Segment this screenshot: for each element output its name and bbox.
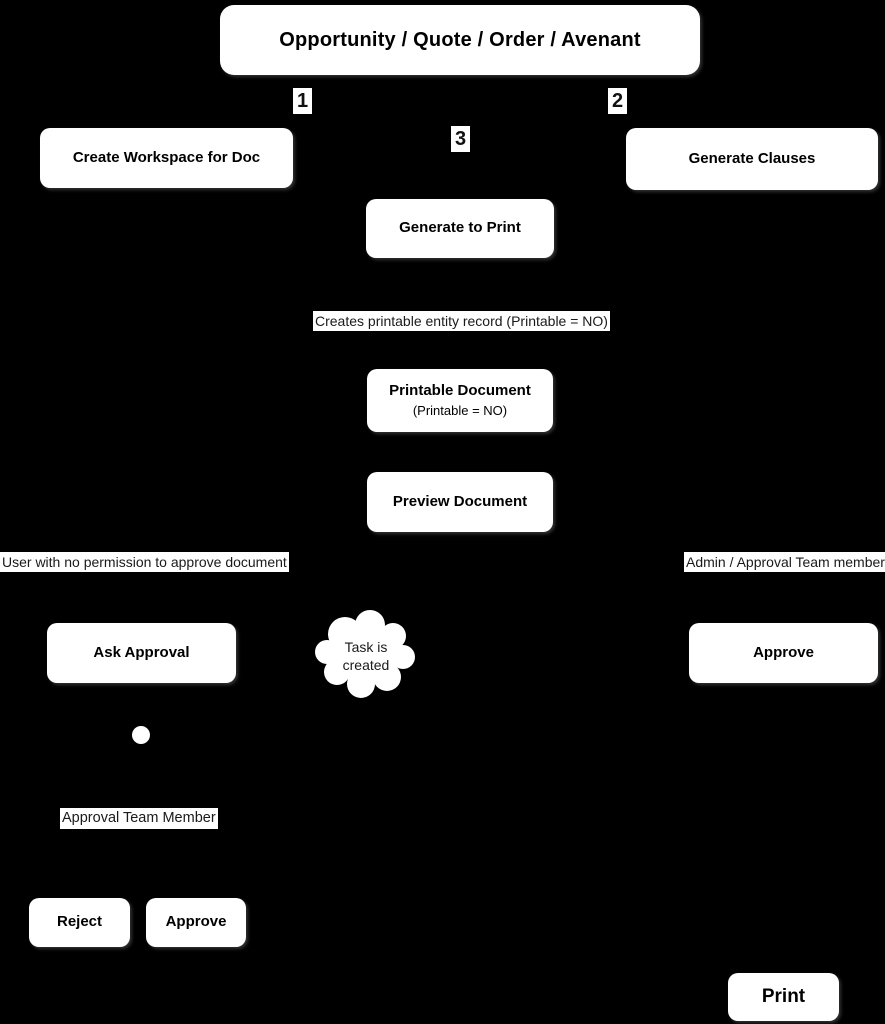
node-opportunity-quote-order-avenant: Opportunity / Quote / Order / Avenant [220,5,700,75]
step-label-3: 3 [451,126,470,152]
node-generate-clauses: Generate Clauses [626,128,878,190]
node-approve-admin: Approve [689,623,878,683]
annotation-creates-printable-record: Creates printable entity record (Printab… [313,311,610,331]
node-generate-to-print: Generate to Print [366,199,554,258]
cloud-text-line2: created [342,657,390,673]
cloud-shape-icon [315,610,415,698]
node-print: Print [728,973,839,1021]
node-approve-team: Approve [146,898,246,947]
annotation-approval-team-member: Approval Team Member [60,808,218,829]
step-label-2: 2 [608,88,627,114]
step-label-1: 1 [293,88,312,114]
node-ask-approval: Ask Approval [47,623,236,683]
printable-document-sublabel: (Printable = NO) [412,402,508,418]
node-printable-document: Printable Document (Printable = NO) [367,369,553,432]
node-create-workspace-for-doc: Create Workspace for Doc [40,128,293,188]
node-preview-document: Preview Document [367,472,553,532]
connector-dot [132,726,150,744]
annotation-admin-approval-team: Admin / Approval Team member [684,552,885,572]
printable-document-label: Printable Document [389,382,531,399]
annotation-user-no-permission: User with no permission to approve docum… [0,552,289,572]
cloud-text-line1: Task is [344,639,388,655]
cloud-task-created: Task is created [313,608,419,702]
node-reject: Reject [29,898,130,947]
